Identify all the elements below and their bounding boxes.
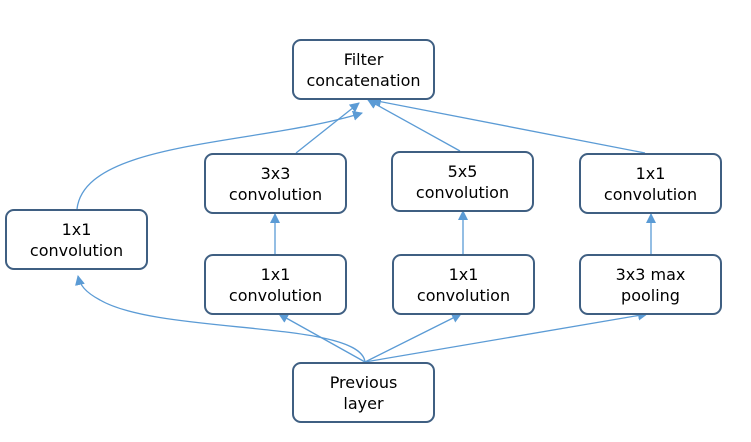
edge-conv3x3-to-filter-concat bbox=[295, 102, 360, 154]
previous-layer-line2: layer bbox=[343, 393, 384, 413]
previous-layer-line1: Previous bbox=[329, 372, 398, 392]
filter-concatenation-box: Filter concatenation bbox=[292, 39, 435, 100]
conv3x3-box: 3x3 convolution bbox=[204, 153, 347, 214]
conv1x1-reduce-3x3-line2: convolution bbox=[228, 285, 323, 305]
edge-previous-to-conv1x1-left bbox=[75, 275, 366, 363]
conv1x1-reduce-3x3-box: 1x1 convolution bbox=[204, 254, 347, 315]
maxpool3x3-box: 3x3 max pooling bbox=[579, 254, 722, 315]
filter-concatenation-line1: Filter bbox=[343, 49, 384, 69]
conv3x3-line2: convolution bbox=[228, 184, 323, 204]
edge-conv1x1-pool-proj-to-filter-concat bbox=[371, 96, 646, 154]
conv1x1-pool-proj-line2: convolution bbox=[603, 184, 698, 204]
edge-previous-to-conv1x1-reduce-5x5 bbox=[364, 313, 462, 363]
edge-conv5x5-to-filter-concat bbox=[367, 99, 461, 152]
conv1x1-reduce-5x5-box: 1x1 convolution bbox=[392, 254, 535, 315]
conv1x1-reduce-3x3-line1: 1x1 bbox=[260, 264, 291, 284]
maxpool3x3-line2: pooling bbox=[621, 285, 680, 305]
conv5x5-line1: 5x5 bbox=[447, 161, 478, 181]
previous-layer-box: Previous layer bbox=[292, 362, 435, 423]
conv1x1-pool-proj-box: 1x1 convolution bbox=[579, 153, 722, 214]
conv1x1-left-line1: 1x1 bbox=[61, 219, 92, 239]
edge-conv1x1-left-to-filter-concat bbox=[76, 110, 363, 210]
conv1x1-reduce-5x5-line1: 1x1 bbox=[448, 264, 479, 284]
edge-previous-to-conv1x1-reduce-3x3 bbox=[278, 313, 366, 363]
maxpool3x3-line1: 3x3 max bbox=[615, 264, 686, 284]
conv3x3-line1: 3x3 bbox=[260, 163, 291, 183]
filter-concatenation-line2: concatenation bbox=[306, 70, 421, 90]
conv5x5-line2: convolution bbox=[415, 182, 510, 202]
conv1x1-pool-proj-line1: 1x1 bbox=[635, 163, 666, 183]
edge-previous-to-maxpool bbox=[364, 310, 648, 363]
conv1x1-left-box: 1x1 convolution bbox=[5, 209, 148, 270]
conv1x1-left-line2: convolution bbox=[29, 240, 124, 260]
conv1x1-reduce-5x5-line2: convolution bbox=[416, 285, 511, 305]
conv5x5-box: 5x5 convolution bbox=[391, 151, 534, 212]
